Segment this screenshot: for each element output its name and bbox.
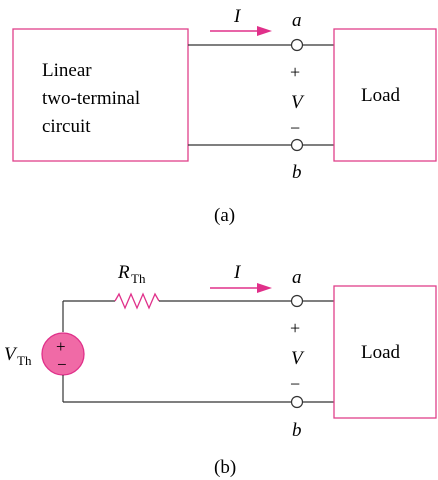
terminal-b-node-b [290, 395, 304, 409]
diagram-b: R Th + − V Th I a + V − b Load (b) [4, 262, 437, 478]
load-box [333, 28, 437, 162]
current-arrow-icon-b [257, 283, 272, 293]
terminal-a-label: a [292, 10, 302, 31]
terminal-b-label-b: b [292, 420, 302, 441]
source-plus: + [56, 337, 66, 356]
load-label: Load [361, 85, 401, 106]
terminal-a-label-b: a [292, 267, 302, 288]
source-subscript: Th [17, 353, 32, 368]
voltage-label-b: V [291, 348, 305, 369]
current-label: I [233, 6, 242, 27]
load-box-b [333, 285, 437, 419]
polarity-minus: − [290, 118, 300, 138]
terminal-a-node-b [290, 294, 304, 308]
current-label-b: I [233, 262, 242, 283]
source-minus: − [57, 355, 67, 374]
polarity-minus-b: − [290, 374, 300, 394]
linear-circuit-box [12, 28, 189, 162]
box-label-line1: Linear [42, 60, 92, 81]
caption-a: (a) [214, 205, 235, 226]
resistor-symbol: R [117, 262, 130, 283]
box-label-line3: circuit [42, 116, 91, 137]
polarity-plus: + [290, 62, 300, 82]
current-arrow-icon [257, 26, 272, 36]
load-label-b: Load [361, 342, 401, 363]
terminal-b-label: b [292, 162, 302, 183]
terminal-a-node [290, 38, 304, 52]
resistor-icon [114, 292, 160, 310]
resistor-subscript: Th [131, 271, 146, 286]
box-label-line2: two-terminal [42, 88, 140, 109]
source-symbol: V [4, 344, 18, 365]
voltage-label: V [291, 92, 305, 113]
caption-b: (b) [214, 457, 236, 478]
polarity-plus-b: + [290, 318, 300, 338]
terminal-b-node [290, 138, 304, 152]
diagram-a: Linear two-terminal circuit I a + V − b … [12, 6, 437, 226]
